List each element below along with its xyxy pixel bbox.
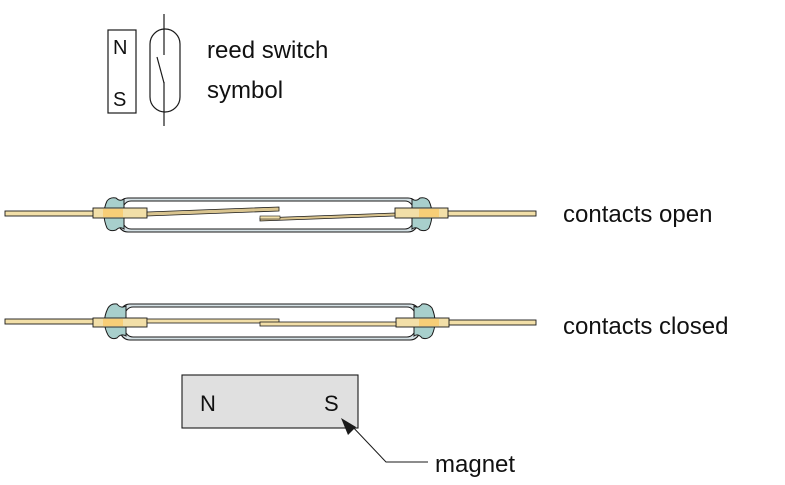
lead-left xyxy=(4,318,106,325)
reed-blade-lower xyxy=(259,321,397,327)
symbol-contact-blade xyxy=(156,56,165,84)
lead-collar-right-hot xyxy=(419,209,439,217)
label-contacts-open: contacts open xyxy=(563,201,712,228)
magnet-leader-line xyxy=(349,423,428,463)
lead-left xyxy=(4,210,96,217)
lead-collar-right-hot xyxy=(419,319,439,326)
reed-blade-lower xyxy=(259,212,396,222)
symbol-magnet-box xyxy=(107,29,137,114)
lead-collar-left-hot xyxy=(103,209,123,217)
reed-switch-open: contacts open xyxy=(4,197,712,233)
magnet-label: magnet xyxy=(435,451,515,478)
label-contacts-closed: contacts closed xyxy=(563,313,728,340)
lead-collar-left-hot xyxy=(103,319,123,326)
magnet-leader-arrowhead xyxy=(341,418,356,435)
reed-switch-symbol: N S reed switch symbol xyxy=(107,14,328,126)
lead-right xyxy=(444,319,537,326)
symbol-caption-line2: symbol xyxy=(207,77,283,104)
reed-tip-upper xyxy=(259,215,281,220)
reed-switch-closed: contacts closed xyxy=(4,303,728,341)
symbol-magnet-north: N xyxy=(113,37,127,59)
symbol-magnet-south: S xyxy=(113,89,126,111)
magnet: N S magnet xyxy=(181,374,515,478)
symbol-capsule xyxy=(149,28,181,113)
symbol-caption-line1: reed switch xyxy=(207,37,328,64)
lead-right xyxy=(444,210,537,217)
magnet-body xyxy=(181,374,359,429)
magnet-north-pole: N xyxy=(200,391,216,416)
reed-blade-upper xyxy=(146,318,280,324)
magnet-south-pole: S xyxy=(324,391,339,416)
reed-blade-upper xyxy=(146,206,280,217)
